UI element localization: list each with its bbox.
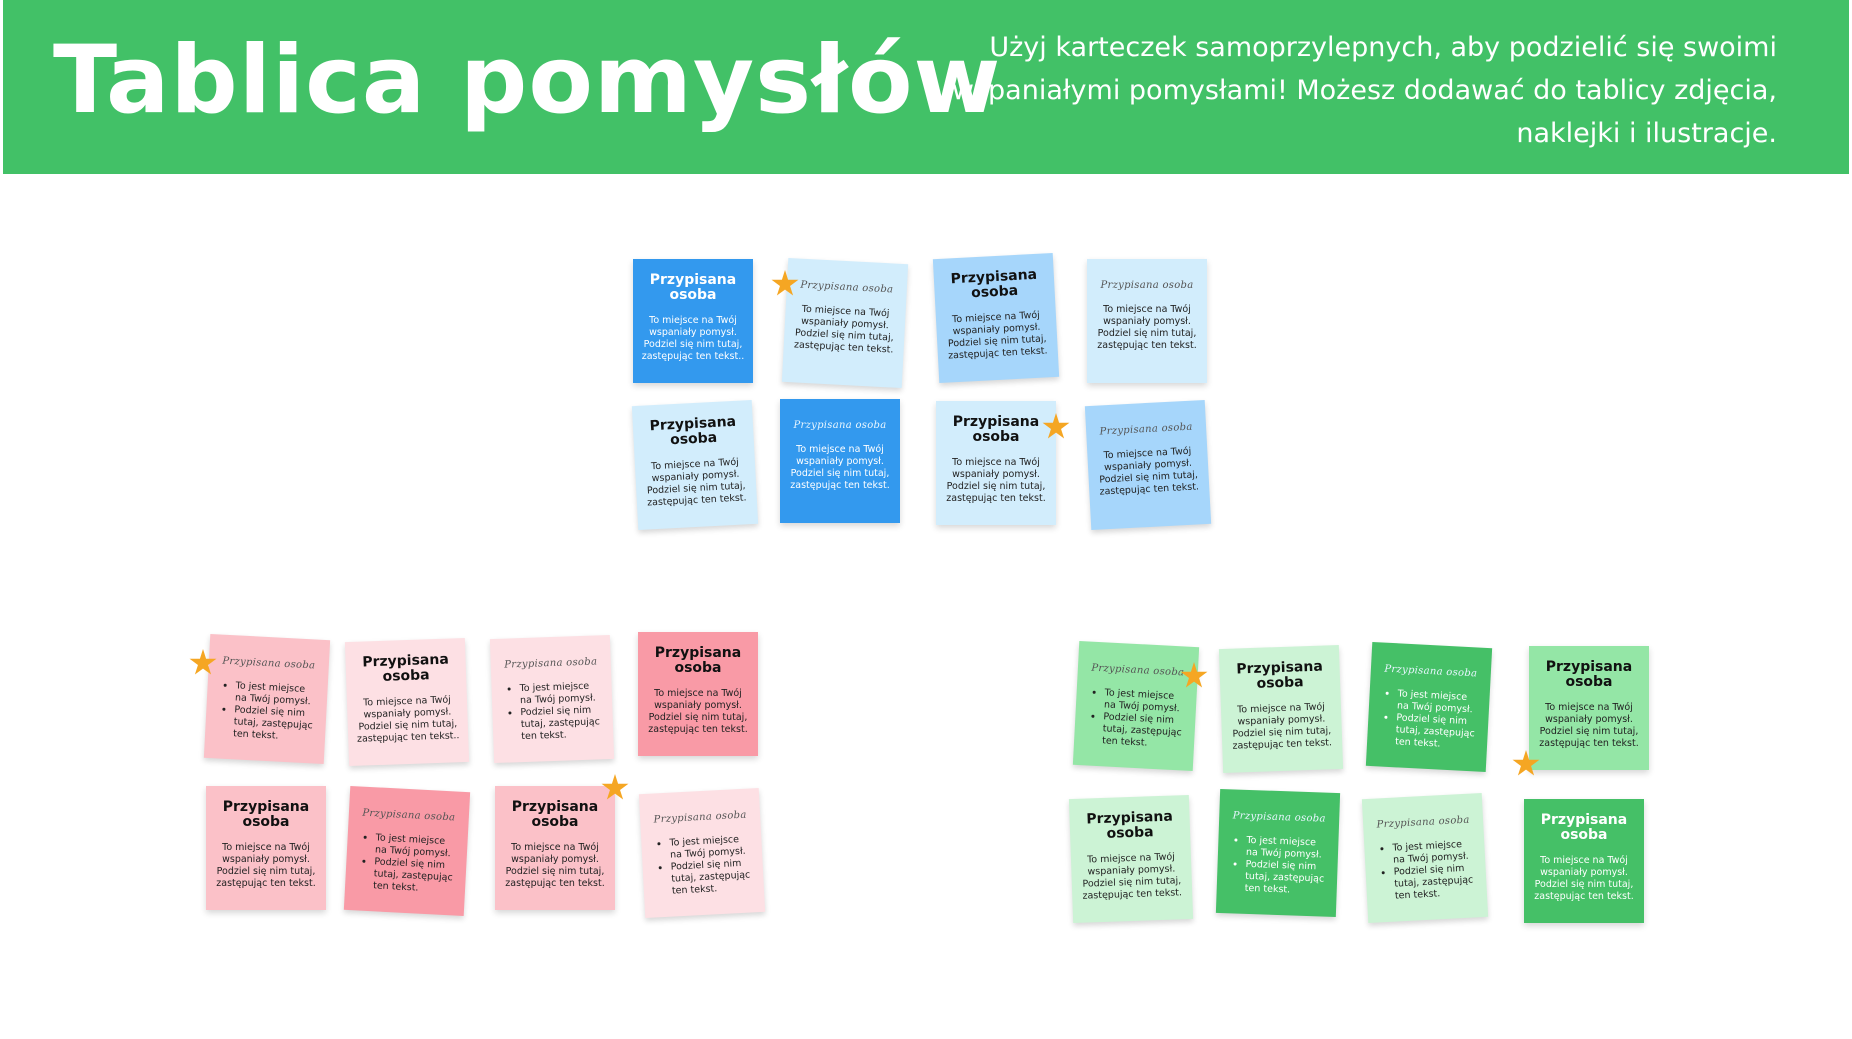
- note-text: To miejsce na Twój wspaniały pomysł. Pod…: [1099, 445, 1200, 498]
- note-bullets: To jest miejsce na Twój pomysł. Podziel …: [1225, 834, 1331, 898]
- note-text: To miejsce na Twój wspaniały pomysł. Pod…: [790, 444, 890, 491]
- sticky-note[interactable]: Przypisana osoba To miejsce na Twój wspa…: [638, 632, 758, 756]
- note-bullet: Podziel się nim tutaj, zastępując ten te…: [233, 704, 319, 744]
- note-name: Przypisana osoba: [1540, 812, 1628, 843]
- note-bullets: To jest miejsce na Twój pomysł. Podziel …: [499, 680, 605, 744]
- note-name: Przypisana osoba: [1384, 663, 1478, 680]
- note-bullet: Podziel się nim tutaj, zastępując ten te…: [670, 857, 756, 897]
- note-bullets: To jest miejsce na Twój pomysł. Podziel …: [1375, 687, 1482, 752]
- note-name: Przypisana osoba: [511, 799, 599, 830]
- sticky-note[interactable]: Przypisana osoba To miejsce na Twój wspa…: [1084, 399, 1212, 531]
- note-name: Przypisana osoba: [1099, 421, 1193, 438]
- note-name: Przypisana osoba: [654, 645, 742, 676]
- note-name: Przypisana osoba: [1376, 814, 1470, 831]
- note-text: To miejsce na Twój wspaniały pomysł. Pod…: [947, 309, 1048, 362]
- note-bullet: Podziel się nim tutaj, zastępując ten te…: [1245, 859, 1330, 898]
- sticky-note[interactable]: Przypisana osoba To miejsce na Twój wspa…: [1087, 259, 1207, 383]
- note-bullet: To jest miejsce na Twój pomysł.: [669, 833, 754, 861]
- note-name: Przypisana osoba: [1091, 662, 1185, 679]
- note-bullets: To jest miejsce na Twój pomysł. Podziel …: [1082, 686, 1189, 751]
- sticky-note[interactable]: Przypisana osoba To miejsce na Twój wspa…: [781, 257, 909, 389]
- note-name: Przypisana osoba: [1545, 659, 1633, 690]
- note-name: Przypisana osoba: [952, 414, 1040, 445]
- note-text: To miejsce na Twój wspaniały pomysł. Pod…: [1232, 701, 1333, 752]
- sticky-note[interactable]: Przypisana osoba To miejsce na Twój wspa…: [633, 259, 753, 383]
- sticky-note[interactable]: Przypisana osoba To miejsce na Twój wspa…: [936, 401, 1056, 525]
- sticky-note[interactable]: Przypisana osoba To jest miejsce na Twój…: [343, 785, 471, 917]
- sticky-note[interactable]: Przypisana osoba To jest miejsce na Twój…: [489, 634, 615, 764]
- sticky-note[interactable]: Przypisana osoba To jest miejsce na Twój…: [1072, 640, 1200, 772]
- note-text: To miejsce na Twój wspaniały pomysł. Pod…: [648, 688, 748, 735]
- sticky-note[interactable]: Przypisana osoba To miejsce na Twój wspa…: [932, 252, 1060, 384]
- note-name: Przypisana osoba: [649, 413, 737, 449]
- note-bullet: Podziel się nim tutaj, zastępując ten te…: [373, 856, 459, 896]
- note-bullets: To jest miejsce na Twój pomysł. Podziel …: [649, 833, 756, 898]
- note-text: To miejsce na Twój wspaniały pomysł. Pod…: [216, 842, 316, 889]
- note-name: Przypisana osoba: [653, 809, 747, 826]
- note-name: Przypisana osoba: [1086, 808, 1174, 842]
- note-bullet: Podziel się nim tutaj, zastępując ten te…: [1395, 712, 1481, 752]
- sticky-note[interactable]: Przypisana osoba To jest miejsce na Twój…: [1365, 641, 1493, 773]
- sticky-note[interactable]: Przypisana osoba To jest miejsce na Twój…: [638, 787, 766, 919]
- note-name: Przypisana osoba: [1232, 810, 1326, 825]
- note-bullets: To jest miejsce na Twój pomysł. Podziel …: [1372, 838, 1479, 903]
- sticky-note[interactable]: Przypisana osoba To miejsce na Twój wspa…: [344, 637, 470, 767]
- note-text: To miejsce na Twój wspaniały pomysł. Pod…: [1097, 304, 1197, 351]
- note-text: To miejsce na Twój wspaniały pomysł. Pod…: [1534, 855, 1634, 902]
- page-subtitle: Użyj karteczek samoprzylepnych, aby podz…: [951, 32, 1777, 149]
- note-text: To miejsce na Twój wspaniały pomysł. Pod…: [646, 456, 747, 509]
- note-text: To miejsce na Twój wspaniały pomysł. Pod…: [946, 457, 1046, 504]
- sticky-note[interactable]: Przypisana osoba To miejsce na Twój wspa…: [206, 786, 326, 910]
- note-bullet: Podziel się nim tutaj, zastępując ten te…: [520, 704, 605, 743]
- note-name: Przypisana osoba: [222, 799, 310, 830]
- note-text: To miejsce na Twój wspaniały pomysł. Pod…: [641, 315, 745, 362]
- note-bullet: Podziel się nim tutaj, zastępując ten te…: [1102, 711, 1188, 751]
- note-name: Przypisana osoba: [222, 655, 316, 672]
- sticky-note[interactable]: Przypisana osoba To miejsce na Twój wspa…: [1218, 644, 1344, 774]
- sticky-note[interactable]: Przypisana osoba To jest miejsce na Twój…: [203, 633, 331, 765]
- note-name: Przypisana osoba: [800, 279, 894, 296]
- note-bullets: To jest miejsce na Twój pomysł. Podziel …: [213, 679, 320, 744]
- note-name: Przypisana osoba: [1100, 280, 1194, 291]
- header-banner: Tablica pomysłów Użyj karteczek samoprzy…: [3, 0, 1849, 174]
- note-bullet: To jest miejsce na Twój pomysł.: [1392, 838, 1477, 866]
- sticky-note[interactable]: Przypisana osoba To miejsce na Twój wspa…: [1068, 794, 1194, 924]
- note-text: To miejsce na Twój wspaniały pomysł. Pod…: [1539, 702, 1639, 749]
- note-text: To miejsce na Twój wspaniały pomysł. Pod…: [356, 694, 460, 745]
- note-text: To miejsce na Twój wspaniały pomysł. Pod…: [505, 842, 605, 889]
- note-name: Przypisana osoba: [362, 651, 450, 685]
- note-text: To miejsce na Twój wspaniały pomysł. Pod…: [1082, 851, 1183, 902]
- note-name: Przypisana osoba: [362, 807, 456, 824]
- note-bullets: To jest miejsce na Twój pomysł. Podziel …: [353, 831, 460, 896]
- note-name: Przypisana osoba: [504, 656, 598, 671]
- note-name: Przypisana osoba: [950, 266, 1038, 302]
- note-bullet: To jest miejsce na Twój pomysł.: [519, 680, 604, 707]
- note-name: Przypisana osoba: [649, 272, 737, 303]
- note-name: Przypisana osoba: [793, 420, 887, 431]
- page-title: Tablica pomysłów: [53, 26, 1002, 135]
- sticky-note[interactable]: Przypisana osoba To miejsce na Twój wspa…: [780, 399, 900, 523]
- sticky-note[interactable]: Przypisana osoba To miejsce na Twój wspa…: [495, 786, 615, 910]
- note-bullet: To jest miejsce na Twój pomysł.: [1246, 835, 1331, 862]
- sticky-note[interactable]: Przypisana osoba To miejsce na Twój wspa…: [1529, 646, 1649, 770]
- note-bullet: Podziel się nim tutaj, zastępując ten te…: [1393, 862, 1479, 902]
- sticky-note[interactable]: Przypisana osoba To miejsce na Twój wspa…: [1524, 799, 1644, 923]
- sticky-note[interactable]: Przypisana osoba To miejsce na Twój wspa…: [631, 399, 759, 531]
- note-text: To miejsce na Twój wspaniały pomysł. Pod…: [793, 303, 894, 356]
- sticky-note[interactable]: Przypisana osoba To jest miejsce na Twój…: [1361, 792, 1489, 924]
- sticky-note[interactable]: Przypisana osoba To jest miejsce na Twój…: [1215, 788, 1341, 918]
- note-name: Przypisana osoba: [1236, 658, 1324, 692]
